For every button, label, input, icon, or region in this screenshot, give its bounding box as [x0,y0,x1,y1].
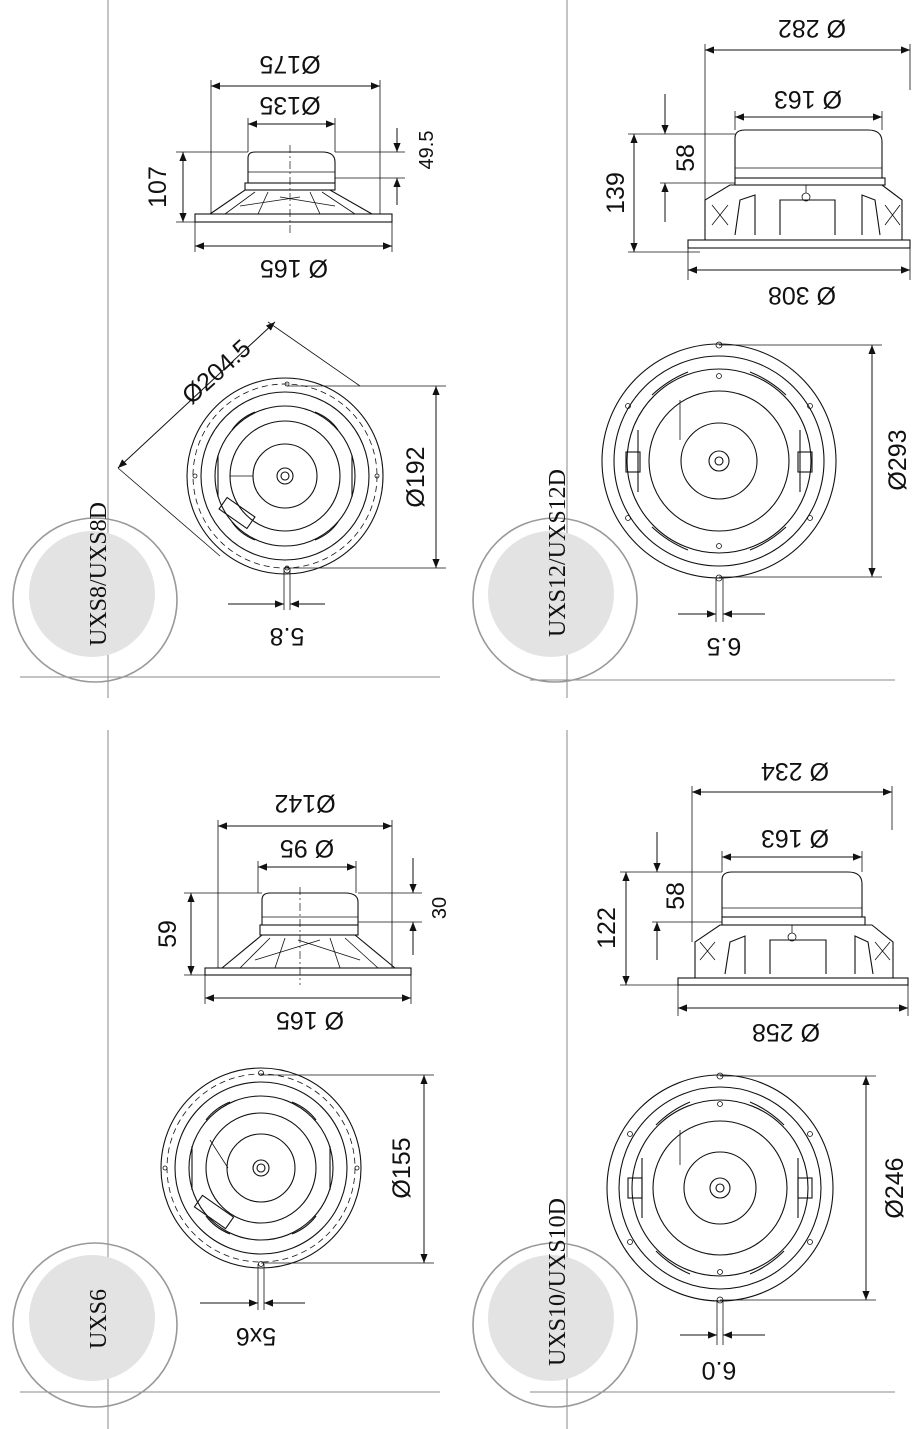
uxs8-magnet-label: Ø135 [259,91,320,119]
uxs12-side-view [687,129,911,249]
uxs8-model-label: UXS8/UXS8D [86,502,112,646]
uxs6-magnet-h-label: 30 [429,897,451,919]
uxs10-front-view [606,1072,834,1304]
model-uxs6: Ø142 Ø 95 59 30 Ø 165 [12,789,451,1408]
uxs10-front-dims: Ø246 6.0 [680,1075,909,1384]
uxs8-badge: UXS8/UXS8D [12,502,178,683]
uxs8-magnet-h-label: 49.5 [416,131,438,170]
uxs10-magnet-label: Ø 163 [761,824,829,852]
uxs6-magnet-label: Ø 95 [280,834,334,862]
model-uxs10: Ø 234 Ø 163 122 58 Ø 258 [472,757,909,1408]
uxs12-magnet-h-label: 58 [672,144,700,172]
grid-lines [20,0,895,1429]
uxs6-front-view [160,1067,362,1269]
uxs10-height-label: 122 [593,907,621,949]
uxs6-badge: UXS6 [12,1242,178,1408]
uxs6-height-label: 59 [154,920,182,948]
uxs12-front-dims: Ø293 6.5 [678,344,912,660]
uxs12-magnet-label: Ø 163 [774,85,842,113]
uxs12-badge: UXS12/UXS12D [472,469,638,683]
uxs8-hole-label: 5.8 [270,622,305,650]
uxs6-side-view [204,887,412,985]
uxs10-side-view [677,871,909,986]
uxs12-side-dims: Ø 282 Ø 163 139 58 Ø 308 [602,14,911,309]
model-uxs12: Ø 282 Ø 163 139 58 Ø 308 [472,14,912,683]
uxs10-bolt-circle-label: Ø246 [881,1157,909,1218]
uxs8-outer-label: Ø175 [259,50,320,78]
model-uxs8: Ø175 Ø135 107 49.5 Ø 165 [12,50,446,683]
uxs8-bolt-circle-label: Ø192 [402,446,430,507]
uxs8-side-dims: Ø175 Ø135 107 49.5 Ø 165 [144,50,438,282]
uxs10-bottom-label: Ø 258 [752,1018,820,1046]
uxs12-bottom-label: Ø 308 [768,281,836,309]
uxs10-outer-label: Ø 234 [761,757,829,785]
uxs6-bottom-label: Ø 165 [276,1006,344,1034]
uxs10-hole-label: 6.0 [702,1356,737,1384]
uxs10-badge: UXS10/UXS10D [472,1198,638,1408]
uxs8-height-label: 107 [144,166,172,208]
uxs6-hole-label: 5x6 [236,1322,276,1350]
uxs6-bolt-circle-label: Ø155 [388,1137,416,1198]
uxs10-side-dims: Ø 234 Ø 163 122 58 Ø 258 [593,757,909,1046]
uxs12-bolt-circle-label: Ø293 [884,429,912,490]
uxs12-front-view [601,341,837,582]
uxs6-outer-label: Ø142 [274,789,335,817]
uxs12-height-label: 139 [602,172,630,214]
uxs6-side-dims: Ø142 Ø 95 59 30 Ø 165 [154,789,451,1034]
uxs8-front-dims: Ø192 Ø204.5 5.8 [117,321,446,650]
uxs12-model-label: UXS12/UXS12D [545,469,571,637]
uxs8-bottom-label: Ø 165 [260,254,328,282]
uxs10-magnet-h-label: 58 [662,882,690,910]
uxs8-side-view [194,145,393,235]
uxs12-outer-label: Ø 282 [778,14,846,42]
uxs12-hole-label: 6.5 [707,632,742,660]
uxs6-model-label: UXS6 [86,1289,112,1349]
uxs8-diag-label: Ø204.5 [177,334,257,410]
uxs6-front-dims: Ø155 5x6 [200,1074,434,1350]
uxs10-model-label: UXS10/UXS10D [545,1198,571,1366]
uxs8-front-view [186,377,384,575]
